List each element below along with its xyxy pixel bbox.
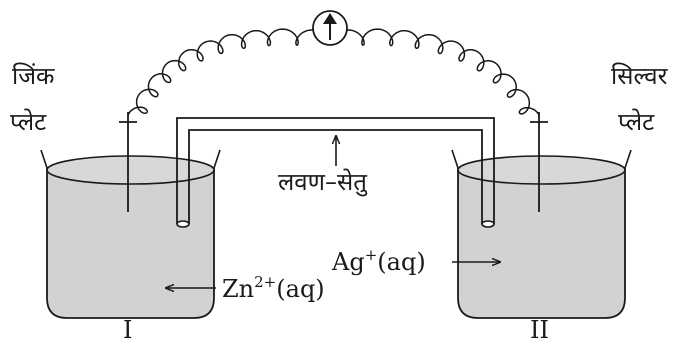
beaker-right-electrolyte xyxy=(458,156,625,318)
salt-bridge-right-end xyxy=(481,220,495,228)
silver-plate-label-line1: सिल्वर xyxy=(611,62,669,90)
zinc-plate-label-line1: जिंक xyxy=(12,62,55,90)
beaker-left-wall xyxy=(46,168,215,319)
silver-plate-label-line2: प्लेट xyxy=(618,108,655,136)
beaker-left-lip-right xyxy=(213,149,221,169)
connecting-wire xyxy=(127,28,540,116)
beaker-right-label: II xyxy=(530,316,549,344)
beaker-right xyxy=(451,149,632,319)
beaker-left xyxy=(40,149,221,319)
zinc-plate-label-line2: प्लेट xyxy=(10,108,47,136)
beaker-right-lip-left xyxy=(451,149,459,169)
salt-bridge-label: लवण–सेतु xyxy=(278,168,368,197)
beaker-left-lip-left xyxy=(40,149,48,169)
up-arrow-icon xyxy=(323,13,337,40)
salt-bridge-inner xyxy=(188,129,483,224)
beaker-left-label: I xyxy=(123,316,132,344)
salt-bridge xyxy=(176,117,495,228)
beaker-right-lip-right xyxy=(624,149,632,169)
beaker-left-electrolyte xyxy=(47,156,214,318)
beaker-left-surface xyxy=(46,155,215,185)
zn-ion-label: Zn2+(aq) xyxy=(222,273,325,303)
beaker-right-surface xyxy=(457,155,626,185)
salt-bridge-left-end xyxy=(176,220,190,228)
galvanometer xyxy=(312,10,348,46)
ag-ion-label: Ag+(aq) xyxy=(331,246,426,276)
beaker-right-wall xyxy=(457,168,626,319)
salt-bridge-outer xyxy=(176,117,495,224)
